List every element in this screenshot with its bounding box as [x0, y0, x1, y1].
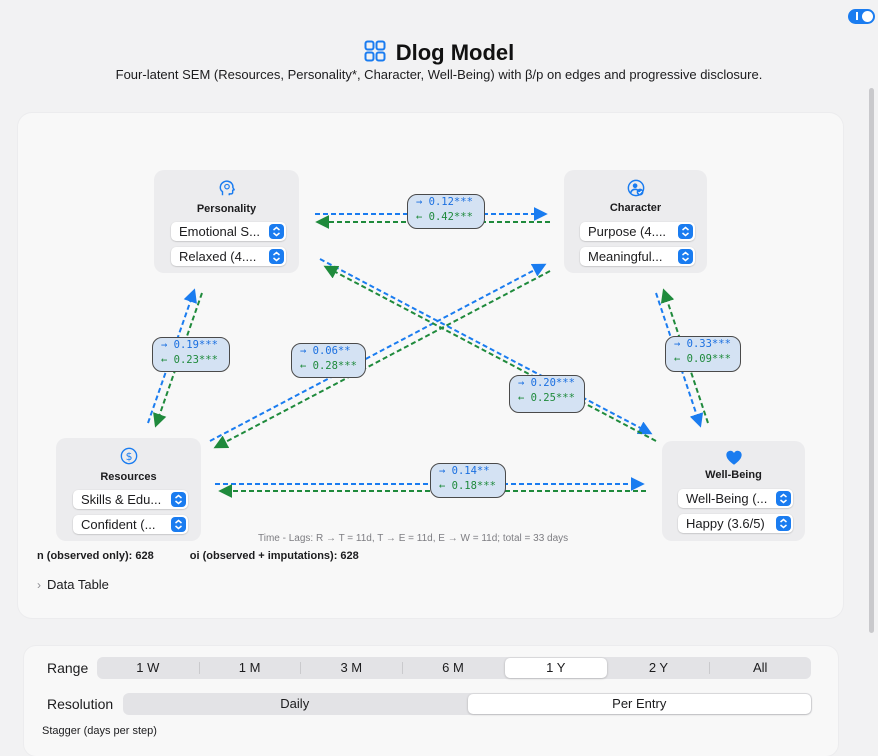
edge-forward-value: → 0.06** — [300, 345, 351, 357]
edge-badge-resources-character[interactable]: → 0.06** ← 0.28*** — [291, 343, 366, 378]
character-select-1[interactable]: Purpose (4.... — [580, 222, 695, 241]
resolution-option-per-entry[interactable]: Per Entry — [467, 694, 811, 714]
toggle-on-mark — [856, 12, 858, 20]
edge-personality-resources-backward — [153, 292, 203, 428]
heart-icon — [662, 449, 805, 472]
edge-resources-character-backward — [213, 270, 551, 449]
character-select-2[interactable]: Meaningful... — [580, 247, 695, 266]
edge-forward-value: → 0.19*** — [161, 339, 218, 351]
imputed-count: oi (observed + imputations): 628 — [189, 550, 359, 562]
edge-backward-value: ← 0.09*** — [674, 353, 731, 365]
character-select-2-value: Meaningful... — [588, 249, 663, 264]
chevron-right-icon: › — [37, 578, 41, 592]
dollar-circle-icon: $ — [56, 447, 201, 470]
wellbeing-select-1[interactable]: Well-Being (... — [678, 489, 793, 508]
edge-personality-wellbeing-backward — [323, 265, 657, 442]
personality-select-2[interactable]: Relaxed (4.... — [171, 247, 286, 266]
node-resources-label: Resources — [100, 471, 157, 483]
range-option-all[interactable]: All — [709, 657, 811, 679]
resources-select-2-value: Confident (... — [81, 517, 156, 532]
edge-badge-character-wellbeing[interactable]: → 0.33*** ← 0.09*** — [665, 336, 741, 372]
toggle-knob — [862, 11, 873, 22]
resolution-segmented-control: Daily Per Entry — [123, 693, 812, 715]
page-header: Dlog Model — [0, 38, 878, 68]
chevron-updown-icon — [776, 516, 791, 531]
person-check-icon — [564, 179, 707, 202]
node-personality-label: Personality — [196, 203, 257, 215]
stagger-label: Stagger (days per step) — [42, 725, 157, 737]
page-title: Dlog Model — [395, 40, 515, 65]
node-resources: $ Resources Skills & Edu... Confident (.… — [56, 438, 201, 541]
node-character: Character Purpose (4.... Meaningful... — [564, 170, 707, 273]
range-option-1y[interactable]: 1 Y — [504, 658, 607, 678]
resolution-label: Resolution — [47, 696, 114, 712]
counts-row: n (observed only): 628 oi (observed + imp… — [37, 550, 359, 562]
chevron-updown-icon — [776, 491, 791, 506]
chevron-updown-icon — [171, 517, 186, 532]
scrollbar[interactable] — [869, 88, 874, 633]
edge-character-wellbeing-forward — [655, 292, 704, 428]
node-wellbeing: Well-Being Well-Being (... Happy (3.6/5) — [662, 441, 805, 541]
range-option-6m[interactable]: 6 M — [402, 657, 504, 679]
range-segmented-control: 1 W 1 M 3 M 6 M 1 Y 2 Y All — [97, 657, 811, 679]
chevron-updown-icon — [269, 224, 284, 239]
chevron-updown-icon — [269, 249, 284, 264]
resources-select-1-value: Skills & Edu... — [81, 492, 162, 507]
edge-badge-personality-resources[interactable]: → 0.19*** ← 0.23*** — [152, 337, 230, 372]
edge-forward-value: → 0.33*** — [674, 338, 731, 350]
personality-select-2-value: Relaxed (4.... — [179, 249, 257, 264]
range-label: Range — [47, 660, 89, 676]
edge-backward-value: ← 0.42*** — [416, 211, 473, 223]
edge-backward-value: ← 0.28*** — [300, 360, 357, 372]
resources-select-1[interactable]: Skills & Edu... — [73, 490, 188, 509]
edge-forward-value: → 0.14** — [439, 465, 490, 477]
character-select-1-value: Purpose (4.... — [588, 224, 667, 239]
model-panel: Personality Emotional S... Relaxed (4...… — [18, 113, 843, 618]
edge-badge-personality-wellbeing[interactable]: → 0.20*** ← 0.25*** — [509, 375, 585, 413]
edge-backward-value: ← 0.25*** — [518, 392, 575, 404]
settings-toggle[interactable] — [848, 9, 875, 24]
data-table-label: Data Table — [47, 577, 109, 592]
head-profile-icon — [154, 179, 299, 202]
chevron-updown-icon — [678, 249, 693, 264]
page-subtitle: Four-latent SEM (Resources, Personality*… — [115, 67, 763, 82]
edge-badge-resources-wellbeing[interactable]: → 0.14** ← 0.18*** — [430, 463, 506, 498]
range-option-1w[interactable]: 1 W — [136, 660, 160, 675]
observed-count: n (observed only): 628 — [37, 550, 154, 562]
node-personality: Personality Emotional S... Relaxed (4...… — [154, 170, 299, 273]
chevron-updown-icon — [678, 224, 693, 239]
edge-forward-value: → 0.20*** — [518, 377, 575, 389]
range-option-1m[interactable]: 1 M — [198, 657, 301, 679]
edge-backward-value: ← 0.18*** — [439, 480, 496, 492]
data-table-disclosure[interactable]: › Data Table — [37, 577, 109, 592]
wellbeing-select-2-value: Happy (3.6/5) — [686, 516, 765, 531]
grid-icon — [364, 40, 386, 67]
edge-backward-value: ← 0.23*** — [161, 354, 218, 366]
edge-character-wellbeing-backward — [660, 288, 709, 424]
svg-text:$: $ — [125, 450, 132, 463]
chevron-updown-icon — [171, 492, 186, 507]
wellbeing-select-2[interactable]: Happy (3.6/5) — [678, 514, 793, 533]
resources-select-2[interactable]: Confident (... — [73, 515, 188, 534]
personality-select-1-value: Emotional S... — [179, 224, 260, 239]
edge-badge-personality-character[interactable]: → 0.12*** ← 0.42*** — [407, 194, 485, 229]
edge-forward-value: → 0.12*** — [416, 196, 473, 208]
range-option-3m[interactable]: 3 M — [300, 657, 402, 679]
node-wellbeing-label: Well-Being — [705, 469, 762, 481]
edge-personality-wellbeing-forward — [319, 258, 653, 435]
edge-personality-resources-forward — [147, 288, 197, 424]
range-option-2y[interactable]: 2 Y — [648, 660, 669, 675]
resolution-option-daily[interactable]: Daily — [280, 696, 310, 711]
wellbeing-select-1-value: Well-Being (... — [686, 491, 768, 506]
time-lags-text: Time - Lags: R → T = 11d, T → E = 11d, E… — [258, 533, 569, 544]
edge-resources-character-forward — [209, 263, 547, 442]
node-character-label: Character — [609, 202, 662, 214]
personality-select-1[interactable]: Emotional S... — [171, 222, 286, 241]
